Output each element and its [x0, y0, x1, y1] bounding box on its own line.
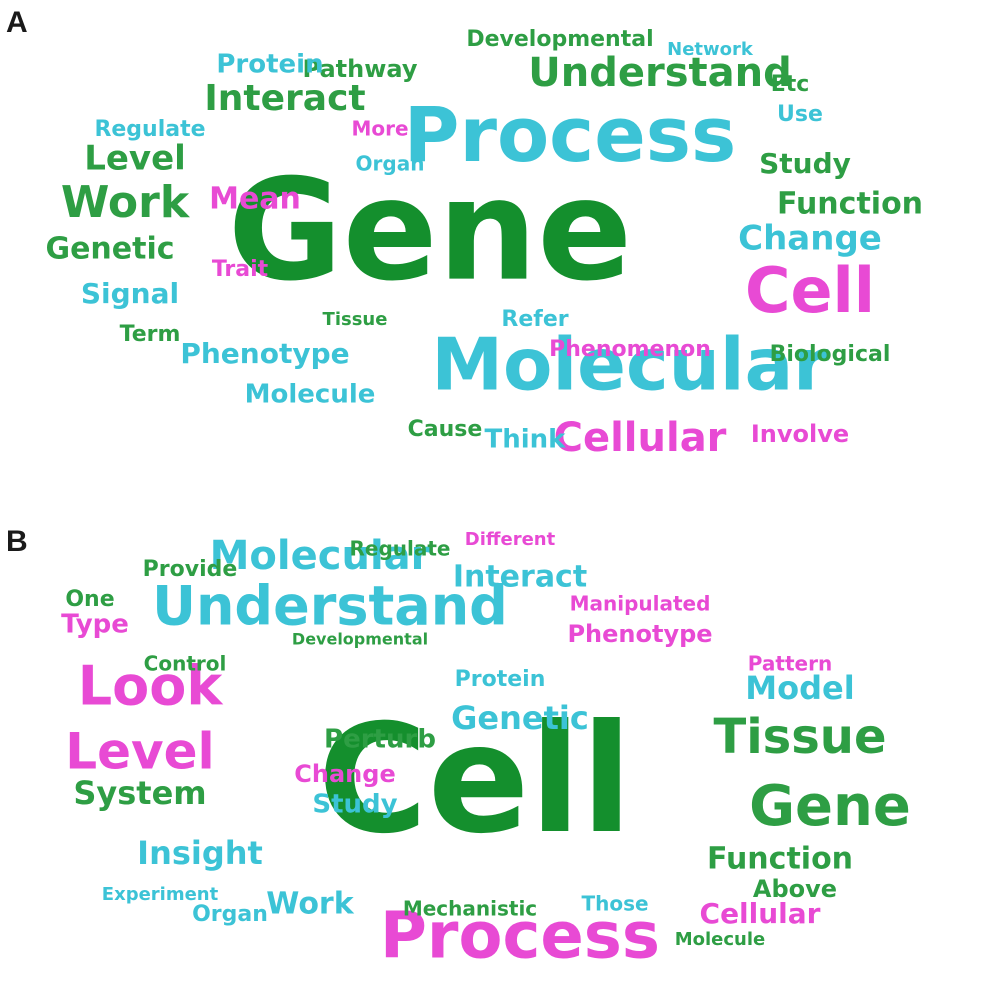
cloud-word: Tissue	[323, 309, 388, 330]
cloud-word: Organ	[192, 902, 268, 927]
cloud-word: Genetic	[451, 699, 589, 737]
cloud-word: Understand	[152, 575, 508, 638]
cloud-word: Different	[465, 529, 556, 550]
cloud-word: Provide	[143, 557, 238, 582]
cloud-word: Phenomenon	[549, 337, 711, 362]
cloud-word: Cell	[745, 254, 875, 327]
cloud-word: Trait	[212, 257, 269, 282]
cloud-word: Process	[380, 900, 660, 974]
cloud-word: Refer	[501, 307, 568, 332]
cloud-word: Cause	[408, 417, 483, 442]
cloud-word: Work	[266, 887, 354, 922]
cloud-word: More	[351, 117, 408, 141]
cloud-word: Process	[404, 90, 736, 179]
cloud-word: Tissue	[713, 709, 886, 765]
cloud-word: Developmental	[292, 630, 428, 649]
cloud-word: Mean	[209, 182, 301, 217]
cloud-word: Change	[738, 219, 882, 259]
cloud-word: Experiment	[102, 884, 219, 905]
cloud-word: Network	[667, 39, 754, 60]
cloud-word: Interact	[453, 560, 587, 595]
cloud-word: Involve	[751, 420, 849, 448]
cloud-word: Protein	[216, 50, 323, 80]
cloud-word: Study	[759, 147, 851, 180]
cloud-word: Gene	[228, 150, 632, 313]
cloud-word: Use	[777, 102, 823, 127]
cloud-word: Those	[581, 892, 648, 916]
cloud-word: Term	[120, 322, 181, 347]
cloud-word: Function	[777, 187, 923, 222]
cloud-word: Change	[294, 760, 395, 788]
cloud-word: Cell	[318, 693, 633, 867]
cloud-word: Molecular	[431, 323, 829, 407]
cloud-word: Perturb	[324, 725, 436, 755]
cloud-word: Understand	[528, 50, 791, 96]
cloud-word: Regulate	[94, 117, 205, 142]
cloud-word: Mechanistic	[403, 897, 537, 921]
cloud-word: Etc	[771, 72, 810, 97]
cloud-word: Look	[78, 655, 224, 718]
cloud-word: Gene	[749, 774, 911, 839]
cloud-word: Type	[61, 610, 129, 640]
cloud-shape	[28, 15, 968, 485]
cloud-word: Organ	[356, 152, 425, 176]
cloud-word: Phenotype	[180, 337, 349, 370]
cloud-word: One	[65, 587, 114, 612]
cloud-word: Pathway	[303, 55, 418, 83]
panel-label-b: B	[6, 525, 28, 558]
cloud-word: Cellular	[554, 415, 727, 461]
cloud-word: Interact	[204, 78, 365, 119]
cloud-word: Molecule	[245, 380, 376, 410]
cloud-word: Study	[312, 790, 397, 820]
cloud-word: Function	[707, 842, 853, 877]
cloud-word: Pattern	[748, 652, 832, 676]
cloud-shape	[28, 515, 968, 985]
cloud-word: Protein	[455, 667, 546, 692]
cloud-word: Molecular	[210, 533, 431, 579]
cloud-word: Manipulated	[570, 592, 711, 616]
cloud-word: Above	[753, 875, 837, 903]
cloud-word: Biological	[770, 342, 891, 367]
cloud-word: Signal	[81, 277, 179, 310]
cloud-word: Developmental	[466, 27, 653, 52]
cloud-word: Cellular	[700, 897, 821, 930]
cloud-word: Insight	[137, 834, 263, 872]
cloud-word: Genetic	[45, 232, 174, 267]
cloud-word: Model	[745, 669, 854, 707]
cloud-word: Phenotype	[567, 620, 712, 648]
cloud-word: Molecule	[675, 929, 766, 950]
panel-label-a: A	[6, 6, 28, 39]
cloud-word: System	[73, 774, 206, 812]
cloud-word: Work	[61, 177, 191, 228]
cloud-word: Control	[144, 652, 227, 676]
cloud-word: Level	[65, 723, 214, 781]
cloud-word: Regulate	[350, 537, 451, 561]
cloud-word: Think	[485, 425, 567, 455]
cloud-word: Level	[84, 139, 186, 179]
